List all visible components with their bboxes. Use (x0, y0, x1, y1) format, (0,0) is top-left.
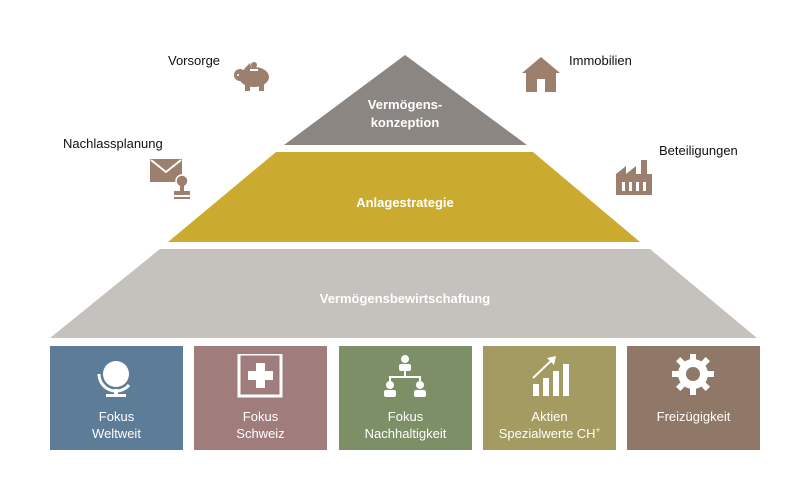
pyramid-top-label: Vermögens- konzeption (330, 96, 480, 132)
pyramid-middle-label: Anlagestrategie (356, 195, 454, 210)
letter-stamp-icon (150, 159, 190, 199)
tile-label-line1: Freizügigkeit (656, 409, 731, 424)
pyramid-bottom-level (50, 249, 757, 338)
tile-label-line1: Fokus (387, 409, 424, 424)
house-icon (522, 57, 560, 92)
pyramid-top-line1: Vermögens- (367, 97, 443, 112)
org-chart-icon (384, 355, 426, 397)
tile-fokus-schweiz[interactable]: Fokus Schweiz (194, 346, 327, 450)
tile-label-line2: Weltweit (92, 426, 141, 441)
tile-label-line2-wrap: Spezialwerte CH+ (483, 425, 616, 442)
label-vorsorge: Vorsorge (168, 53, 221, 68)
factory-icon (616, 160, 652, 195)
tile-aktien-spezialwerte[interactable]: Aktien Spezialwerte CH+ (483, 346, 616, 450)
swiss-cross-icon (237, 354, 283, 398)
label-beteiligungen: Beteiligungen (659, 143, 738, 158)
tile-label-sup: + (595, 425, 601, 435)
tile-freizuegigkeit[interactable]: Freizügigkeit (627, 346, 760, 450)
tile-label-line2: Nachhaltigkeit (364, 426, 447, 441)
piggy-bank-icon (234, 62, 269, 91)
tile-label-line1: Fokus (98, 409, 135, 424)
pyramid-bottom-label: Vermögensbewirtschaftung (319, 291, 491, 306)
globe-icon (97, 361, 131, 397)
label-nachlassplanung: Nachlassplanung (63, 136, 163, 151)
pyramid-top-level (284, 55, 527, 145)
tile-label-line1: Fokus (242, 409, 279, 424)
tile-label-line2: Spezialwerte CH (498, 426, 596, 441)
tile-fokus-nachhaltigkeit[interactable]: Fokus Nachhaltigkeit (339, 346, 472, 450)
tile-fokus-weltweit[interactable]: Fokus Weltweit (50, 346, 183, 450)
pyramid-top-line2: konzeption (370, 115, 440, 130)
growth-chart-icon (532, 356, 569, 396)
tile-label-line2: Schweiz (236, 426, 285, 441)
gear-icon (672, 354, 714, 395)
label-immobilien: Immobilien (569, 53, 632, 68)
tile-label-line1: Aktien (531, 409, 568, 424)
pyramid-middle-level (168, 152, 640, 242)
